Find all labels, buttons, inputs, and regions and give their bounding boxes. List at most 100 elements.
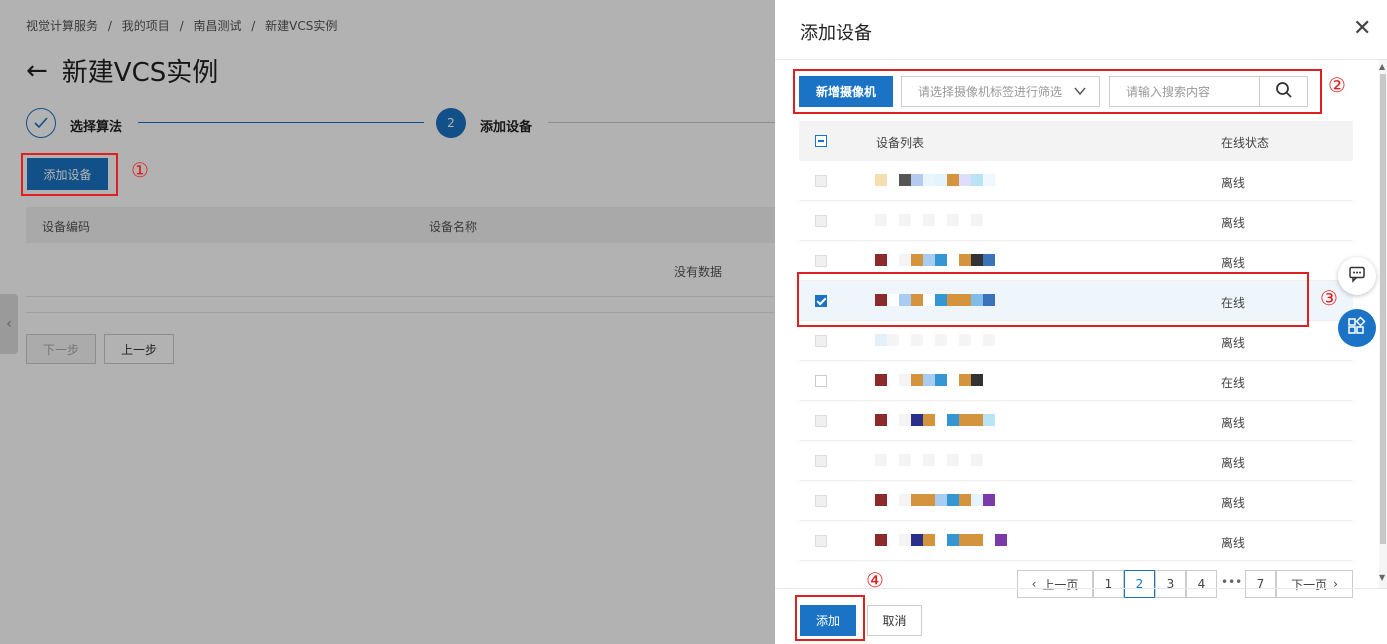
camera-tag-select[interactable]: 请选择摄像机标签进行筛选 (901, 76, 1100, 107)
device-name-redacted (875, 334, 995, 346)
row-checkbox[interactable] (815, 495, 827, 507)
prev-step-button[interactable]: 上一步 (104, 334, 174, 364)
chevron-down-icon (1073, 84, 1087, 101)
close-icon[interactable]: ✕ (1353, 16, 1372, 41)
pagination-page[interactable]: 7 (1245, 570, 1276, 598)
device-name-redacted (875, 534, 1007, 546)
annotation-box-2 (793, 69, 1322, 114)
step-1-label: 选择算法 (70, 120, 123, 135)
step-connector (548, 122, 775, 123)
cancel-button[interactable]: 取消 (867, 605, 922, 636)
annotation-number-4: ④ (866, 568, 884, 592)
device-status: 离线 (1221, 536, 1246, 550)
device-status: 在线 (1221, 296, 1246, 310)
table-row[interactable]: 离线 (799, 161, 1353, 201)
scroll-up-icon[interactable]: ▲ (1379, 62, 1386, 71)
back-arrow-icon[interactable]: ← (26, 55, 48, 86)
search-button[interactable] (1259, 76, 1308, 107)
device-status: 离线 (1221, 216, 1246, 230)
breadcrumb-separator: / (251, 19, 256, 33)
modal-overlay[interactable] (0, 0, 775, 644)
row-checkbox[interactable] (815, 375, 827, 387)
search-input[interactable] (1109, 76, 1260, 107)
table-row[interactable]: 离线 (799, 441, 1353, 481)
page-title: 新建VCS实例 (61, 58, 219, 88)
submit-add-button[interactable]: 添加 (800, 605, 856, 636)
device-name-redacted (875, 414, 995, 426)
tag-select-placeholder: 请选择摄像机标签进行筛选 (918, 85, 1063, 99)
divider (26, 312, 776, 313)
next-step-button[interactable]: 下一步 (26, 334, 96, 364)
annotation-number-2: ② (1328, 73, 1346, 97)
pagination-page[interactable]: 3 (1155, 570, 1186, 598)
breadcrumb-current: 新建VCS实例 (265, 19, 338, 33)
table-row[interactable]: 离线 (799, 321, 1353, 361)
select-all-checkbox[interactable] (815, 135, 827, 147)
annotation-box-4 (795, 595, 865, 641)
pagination-page-current[interactable]: 2 (1124, 570, 1155, 598)
add-device-button[interactable]: 添加设备 (27, 158, 108, 190)
table-row[interactable]: 离线 (799, 201, 1353, 241)
device-name-redacted (875, 294, 995, 306)
annotation-box-3 (797, 272, 1309, 327)
breadcrumb-item[interactable]: 视觉计算服务 (26, 19, 99, 33)
device-name-redacted (875, 454, 995, 466)
step-2-label: 添加设备 (480, 120, 533, 135)
row-checkbox-checked[interactable] (815, 295, 827, 307)
table-row[interactable]: 离线 (799, 401, 1353, 441)
annotation-number-1: ① (131, 158, 149, 182)
table-row[interactable]: 离线 (799, 481, 1353, 521)
collapse-sidebar-chevron-icon[interactable]: ‹ (0, 294, 18, 354)
row-checkbox[interactable] (815, 215, 827, 227)
annotation-number-3: ③ (1320, 286, 1338, 310)
table-row[interactable]: 在线 (799, 361, 1353, 401)
table-row-selected[interactable]: 在线 (799, 281, 1353, 321)
breadcrumb: 视觉计算服务 / 我的项目 / 南昌测试 / 新建VCS实例 (26, 17, 343, 34)
apps-grid-icon (1347, 316, 1367, 340)
device-name-redacted (875, 494, 995, 506)
table-row[interactable]: 离线 (799, 521, 1353, 561)
pagination-prev-label: 上一页 (1042, 577, 1079, 592)
step-2-circle: 2 (436, 108, 466, 138)
device-status: 离线 (1221, 496, 1246, 510)
row-checkbox[interactable] (815, 455, 827, 467)
device-name-redacted (875, 254, 995, 266)
search-icon (1275, 81, 1293, 103)
chat-icon (1348, 265, 1366, 287)
row-checkbox[interactable] (815, 255, 827, 267)
pagination-page[interactable]: 1 (1093, 570, 1124, 598)
table-row[interactable]: 离线 (799, 241, 1353, 281)
new-camera-button[interactable]: 新增摄像机 (799, 76, 893, 107)
breadcrumb-item[interactable]: 我的项目 (121, 19, 170, 33)
row-checkbox[interactable] (815, 415, 827, 427)
chevron-left-icon: ‹ (1031, 577, 1037, 591)
device-name-redacted (875, 214, 995, 226)
annotation-box-1 (21, 153, 118, 196)
device-status: 离线 (1221, 456, 1246, 470)
divider (775, 59, 1387, 60)
scroll-down-icon[interactable]: ▼ (1379, 573, 1386, 582)
row-checkbox[interactable] (815, 535, 827, 547)
row-checkbox[interactable] (815, 175, 827, 187)
pagination-prev[interactable]: ‹ 上一页 (1017, 570, 1093, 598)
scrollbar-thumb[interactable] (1380, 74, 1386, 544)
pagination-next[interactable]: 下一页 › (1276, 570, 1353, 598)
column-online-status: 在线状态 (1221, 136, 1270, 150)
chevron-right-icon: › (1333, 577, 1338, 591)
app-center-button[interactable] (1338, 309, 1376, 347)
row-checkbox[interactable] (815, 335, 827, 347)
pagination-next-label: 下一页 (1291, 577, 1328, 592)
breadcrumb-item[interactable]: 南昌测试 (193, 19, 242, 33)
breadcrumb-separator: / (179, 19, 184, 33)
column-device-list: 设备列表 (876, 136, 925, 150)
divider (26, 296, 776, 297)
bg-table-header: 设备编码 设备名称 (26, 207, 776, 243)
feedback-chat-button[interactable] (1338, 257, 1376, 295)
device-status: 离线 (1221, 416, 1246, 430)
device-table-header: 设备列表 在线状态 (799, 121, 1353, 161)
page-title-row: ← 新建VCS实例 (26, 52, 218, 89)
pagination-page[interactable]: 4 (1186, 570, 1217, 598)
step-1-check-icon (26, 108, 56, 138)
drawer-title: 添加设备 (800, 23, 872, 44)
empty-table-text: 没有数据 (674, 265, 723, 279)
